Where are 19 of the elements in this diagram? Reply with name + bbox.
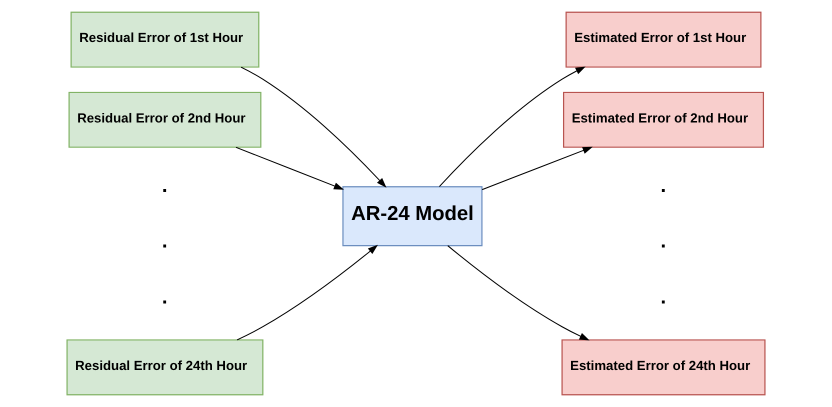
label: .: [660, 174, 666, 197]
arrow: [236, 244, 378, 340]
arrow: [447, 245, 590, 340]
node-box: Estimated Error of 1st Hour: [566, 12, 762, 68]
arrow: [482, 146, 593, 190]
node-box: Residual Error of 24th Hour: [66, 339, 264, 396]
node-box: AR-24 Model: [342, 186, 483, 246]
node-box: Residual Error of 2nd Hour: [68, 92, 262, 148]
arrow: [236, 146, 344, 190]
label: .: [660, 230, 666, 253]
node-box: Estimated Error of 24th Hour: [561, 339, 766, 396]
arrow: [240, 66, 386, 188]
arrow: [439, 66, 586, 187]
label: .: [162, 230, 168, 253]
node-box: Estimated Error of 2nd Hour: [562, 92, 764, 148]
label: .: [162, 174, 168, 197]
node-box: Residual Error of 1st Hour: [70, 12, 260, 68]
label: .: [162, 286, 168, 308]
label: .: [660, 286, 666, 308]
